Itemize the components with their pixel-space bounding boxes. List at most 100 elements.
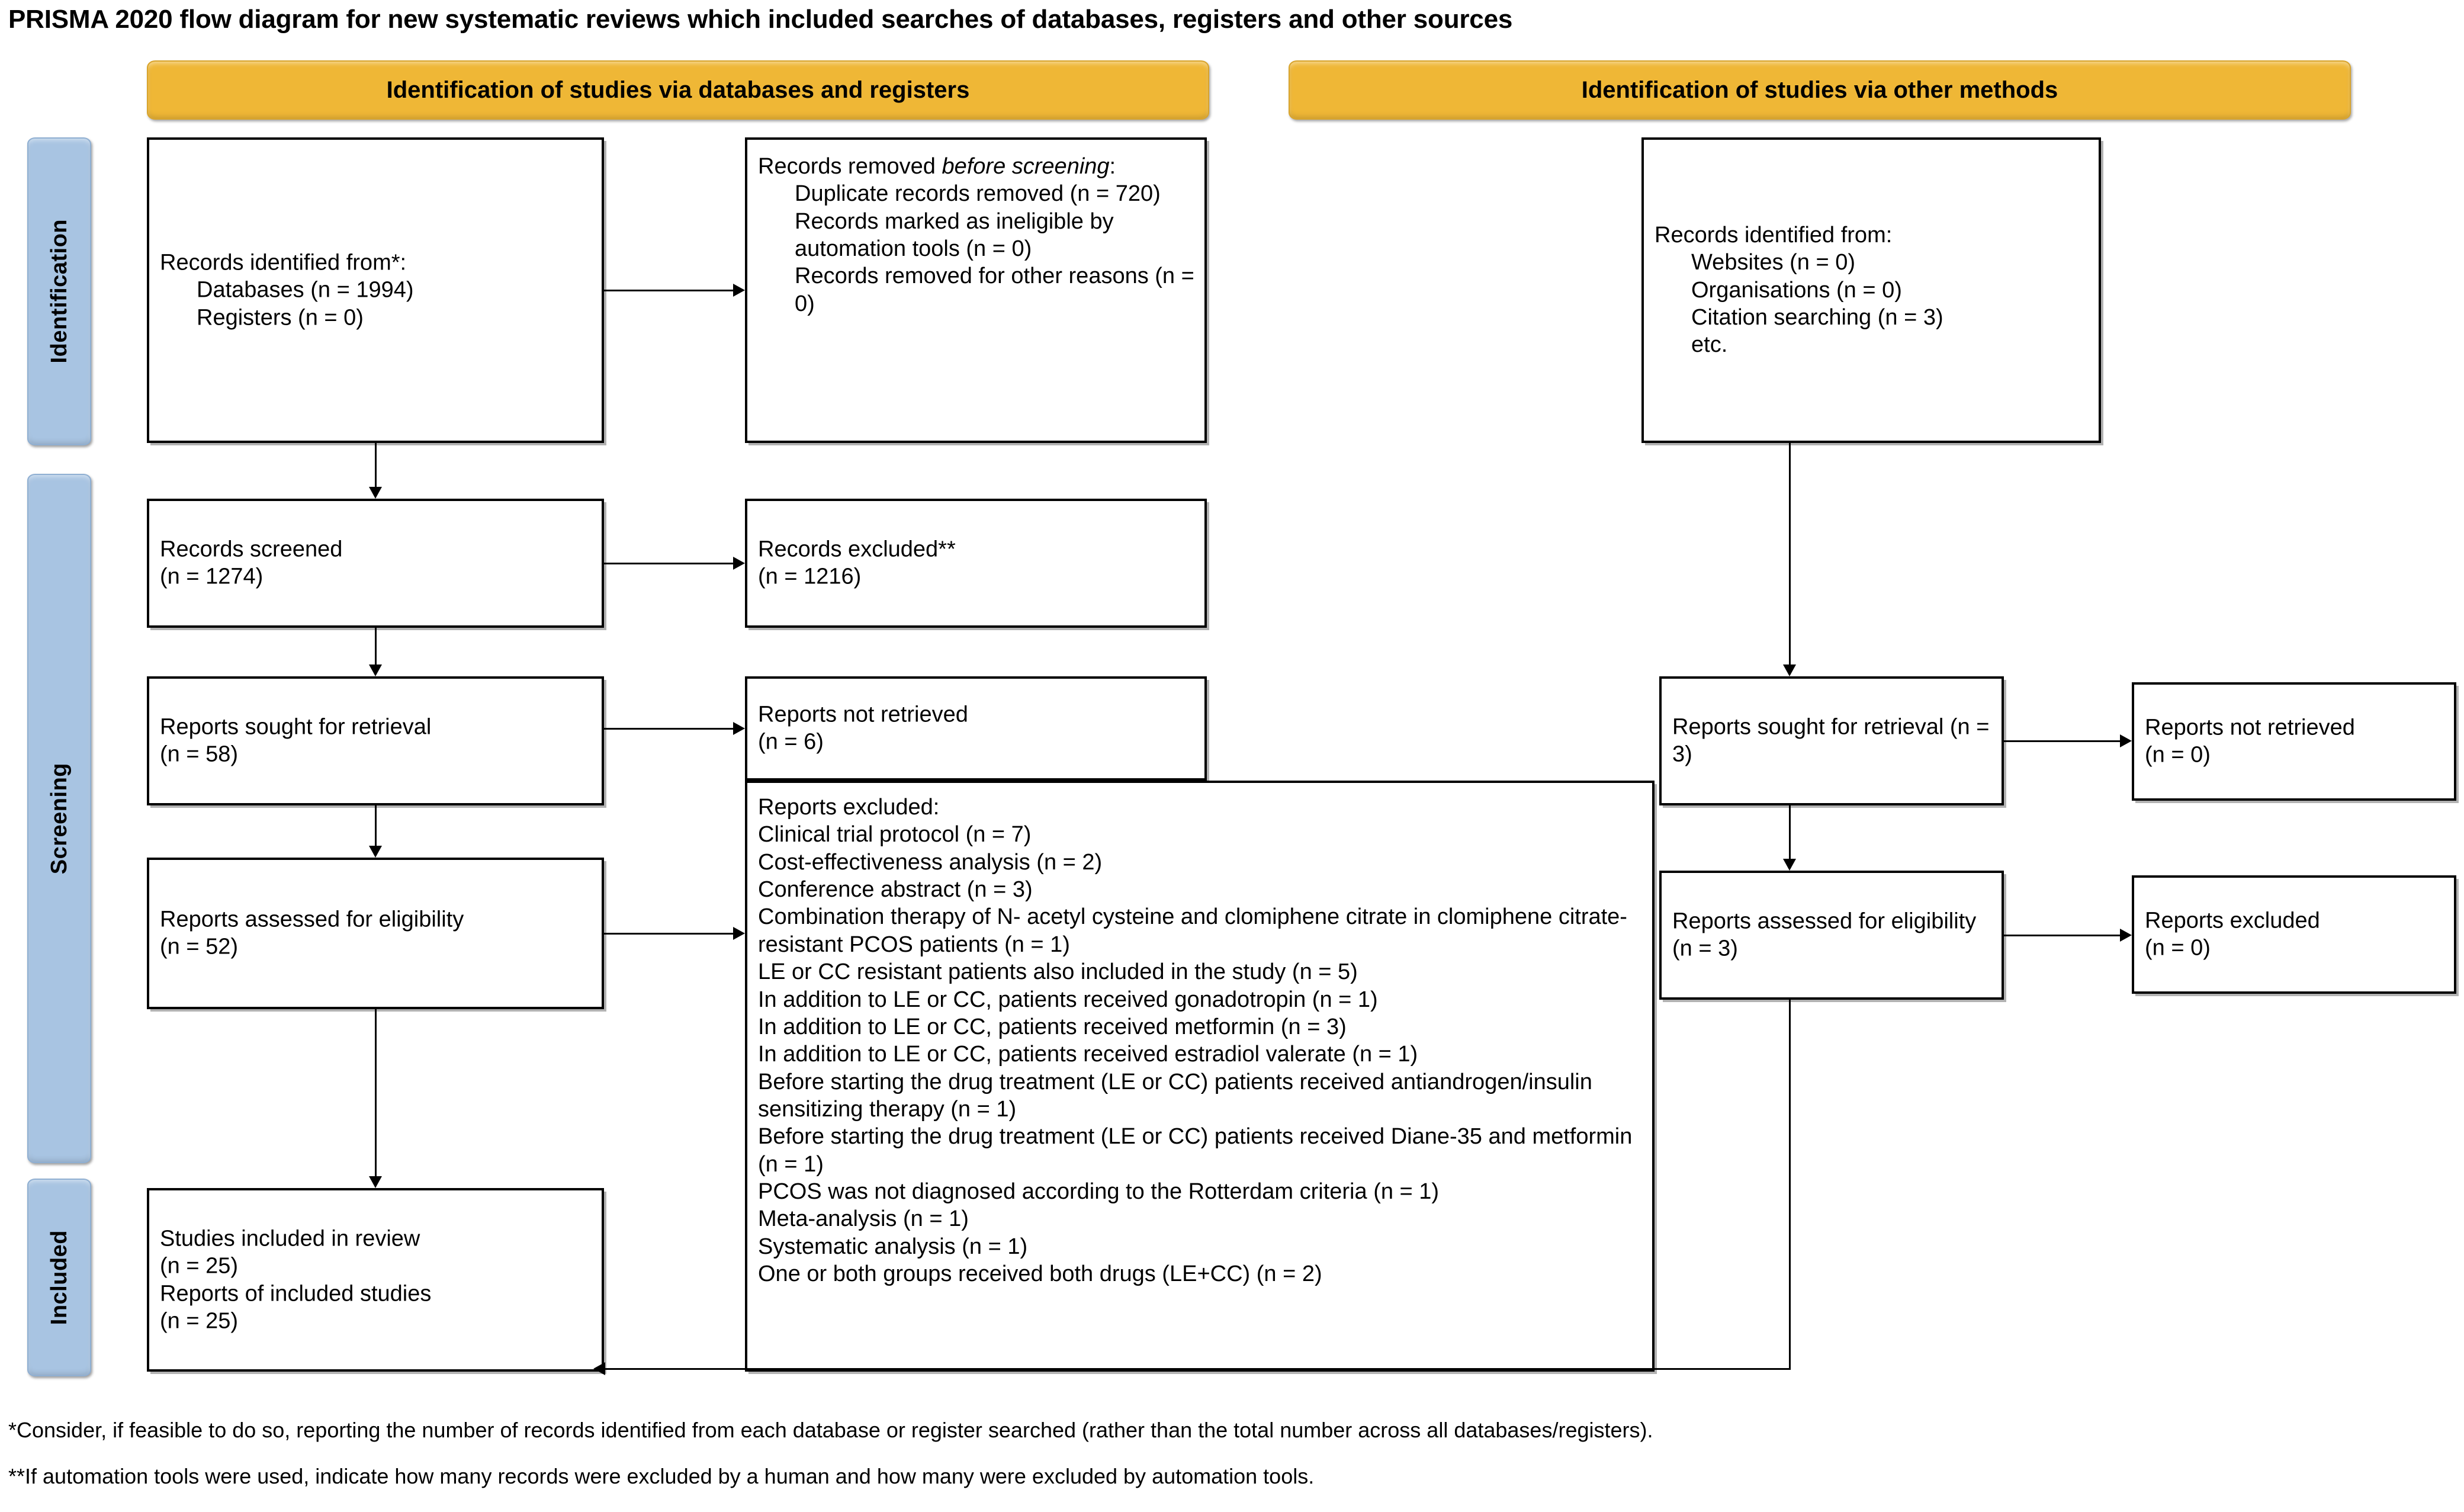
studies-included-line3: Reports of included studies xyxy=(160,1281,432,1306)
arrowhead-assessed-to-included xyxy=(369,1176,382,1188)
reports-excluded-reason: In addition to LE or CC, patients receiv… xyxy=(758,987,1378,1012)
reports-excluded-reason: One or both groups received both drugs (… xyxy=(758,1261,1322,1287)
connector-identified-to-removed xyxy=(604,290,733,291)
connector-assessed-to-included xyxy=(375,1009,377,1176)
box-reports-assessed-eligibility-other: Reports assessed for eligibility (n = 3) xyxy=(1659,871,2004,1000)
arrowhead-other-assessed-to-excluded xyxy=(2120,929,2132,942)
band-other-methods: Identification of studies via other meth… xyxy=(1289,60,2351,120)
arrowhead-screened-to-excluded xyxy=(733,557,745,570)
band-databases-registers: Identification of studies via databases … xyxy=(147,60,1209,120)
records-identified-other-item-websites: Websites (n = 0) xyxy=(1691,250,1856,275)
band-databases-registers-label: Identification of studies via databases … xyxy=(386,76,970,103)
reports-excluded-other-label: Reports excluded xyxy=(2145,908,2320,933)
reports-sought-other-label: Reports sought for retrieval (n = 3) xyxy=(1672,714,1990,767)
stage-screening-label: Screening xyxy=(46,762,72,875)
reports-excluded-reason: Meta-analysis (n = 1) xyxy=(758,1206,969,1232)
footnote-one: *Consider, if feasible to do so, reporti… xyxy=(8,1418,1653,1442)
reports-excluded-heading: Reports excluded: xyxy=(758,795,940,820)
box-records-identified-other: Records identified from: Websites (n = 0… xyxy=(1641,137,2101,443)
arrowhead-sought-to-assessed xyxy=(369,846,382,858)
arrowhead-identified-to-removed xyxy=(733,284,745,297)
reports-excluded-reason: LE or CC resistant patients also include… xyxy=(758,959,1358,985)
studies-included-line4: (n = 25) xyxy=(160,1308,239,1334)
reports-sought-label: Reports sought for retrieval xyxy=(160,714,432,740)
reports-excluded-reason: In addition to LE or CC, patients receiv… xyxy=(758,1014,1347,1039)
studies-included-line1: Studies included in review xyxy=(160,1226,420,1251)
records-identified-other-heading: Records identified from: xyxy=(1655,223,1893,248)
reports-not-retrieved-other-label: Reports not retrieved xyxy=(2145,715,2355,740)
studies-included-line2: (n = 25) xyxy=(160,1253,239,1279)
box-reports-not-retrieved: Reports not retrieved (n = 6) xyxy=(745,676,1207,781)
arrowhead-other-sought-to-assessed xyxy=(1783,859,1796,871)
box-reports-not-retrieved-other: Reports not retrieved (n = 0) xyxy=(2132,682,2456,801)
box-reports-excluded-other: Reports excluded (n = 0) xyxy=(2132,875,2456,994)
box-records-identified-databases: Records identified from*: Databases (n =… xyxy=(147,137,604,443)
reports-excluded-other-count: (n = 0) xyxy=(2145,936,2211,961)
records-identified-heading: Records identified from*: xyxy=(160,250,407,275)
box-reports-excluded-reasons: Reports excluded: Clinical trial protoco… xyxy=(745,781,1655,1372)
stage-identification: Identification xyxy=(27,137,91,445)
records-removed-heading: Records removed before screening: xyxy=(758,154,1116,179)
reports-excluded-reason: Clinical trial protocol (n = 7) xyxy=(758,822,1032,848)
reports-assessed-label: Reports assessed for eligibility xyxy=(160,907,464,932)
records-identified-other-item-etc: etc. xyxy=(1691,332,1728,358)
box-reports-assessed-eligibility: Reports assessed for eligibility (n = 52… xyxy=(147,858,604,1009)
records-removed-item-automation: Records marked as ineligible by automati… xyxy=(795,208,1114,262)
arrowhead-other-identified-to-sought xyxy=(1783,664,1796,676)
records-identified-item-databases: Databases (n = 1994) xyxy=(197,277,414,303)
connector-identified-to-screened xyxy=(375,443,377,487)
records-removed-item-duplicate: Duplicate records removed (n = 720) xyxy=(795,181,1161,207)
reports-excluded-reason: Combination therapy of N- acetyl cystein… xyxy=(758,904,1627,957)
connector-other-sought-to-assessed xyxy=(1789,805,1791,859)
connector-sought-to-assessed xyxy=(375,805,377,846)
records-screened-count: (n = 1274) xyxy=(160,564,264,589)
reports-excluded-reason: Cost-effectiveness analysis (n = 2) xyxy=(758,849,1103,875)
reports-not-retrieved-other-count: (n = 0) xyxy=(2145,743,2211,768)
box-records-screened: Records screened (n = 1274) xyxy=(147,499,604,628)
reports-excluded-reason: Conference abstract (n = 3) xyxy=(758,877,1033,903)
reports-assessed-other-label: Reports assessed for eligibility (n = 3) xyxy=(1672,909,1977,961)
records-identified-item-registers: Registers (n = 0) xyxy=(197,305,364,330)
reports-not-retrieved-label: Reports not retrieved xyxy=(758,702,968,727)
box-records-removed-before-screening: Records removed before screening: Duplic… xyxy=(745,137,1207,443)
records-excluded-label: Records excluded** xyxy=(758,537,956,562)
box-reports-sought-retrieval-other: Reports sought for retrieval (n = 3) xyxy=(1659,676,2004,805)
reports-assessed-count: (n = 52) xyxy=(160,935,239,959)
box-reports-sought-retrieval: Reports sought for retrieval (n = 58) xyxy=(147,676,604,805)
connector-other-identified-to-sought xyxy=(1789,443,1791,664)
reports-excluded-reason: Before starting the drug treatment (LE o… xyxy=(758,1124,1633,1177)
stage-identification-label: Identification xyxy=(46,219,72,364)
reports-sought-count: (n = 58) xyxy=(160,742,239,767)
arrowhead-assessed-to-excluded xyxy=(733,927,745,940)
records-excluded-count: (n = 1216) xyxy=(758,564,862,589)
stage-screening: Screening xyxy=(27,474,91,1163)
stage-included: Included xyxy=(27,1179,91,1376)
connector-other-sought-to-not-retrieved xyxy=(2004,740,2120,742)
records-removed-item-other: Records removed for other reasons (n = 0… xyxy=(795,264,1194,316)
arrowhead-identified-to-screened xyxy=(369,487,382,499)
connector-other-assessed-to-excluded xyxy=(2004,935,2120,936)
connector-sought-to-not-retrieved xyxy=(604,728,733,730)
connector-screened-to-excluded xyxy=(604,563,733,564)
box-records-excluded: Records excluded** (n = 1216) xyxy=(745,499,1207,628)
connector-other-assessed-left xyxy=(605,1368,1791,1370)
page-title: PRISMA 2020 flow diagram for new systema… xyxy=(8,5,1513,34)
reports-excluded-reason: In addition to LE or CC, patients receiv… xyxy=(758,1042,1418,1067)
stage-included-label: Included xyxy=(46,1229,72,1325)
band-other-methods-label: Identification of studies via other meth… xyxy=(1581,76,2058,103)
footnote-two: **If automation tools were used, indicat… xyxy=(8,1464,1315,1488)
records-screened-label: Records screened xyxy=(160,537,343,562)
connector-assessed-to-excluded xyxy=(604,933,733,935)
records-identified-other-item-organisations: Organisations (n = 0) xyxy=(1691,277,1902,303)
box-studies-included: Studies included in review (n = 25) Repo… xyxy=(147,1188,604,1372)
reports-excluded-reason: Systematic analysis (n = 1) xyxy=(758,1234,1028,1259)
arrowhead-screened-to-sought xyxy=(369,664,382,676)
records-identified-other-item-citation: Citation searching (n = 3) xyxy=(1691,305,1943,330)
arrowhead-sought-to-not-retrieved xyxy=(733,722,745,735)
connector-screened-to-sought xyxy=(375,628,377,664)
reports-excluded-reason: Before starting the drug treatment (LE o… xyxy=(758,1069,1592,1122)
reports-not-retrieved-count: (n = 6) xyxy=(758,730,824,755)
arrowhead-other-into-studies-included xyxy=(593,1362,605,1375)
connector-other-assessed-down xyxy=(1789,1000,1791,1369)
